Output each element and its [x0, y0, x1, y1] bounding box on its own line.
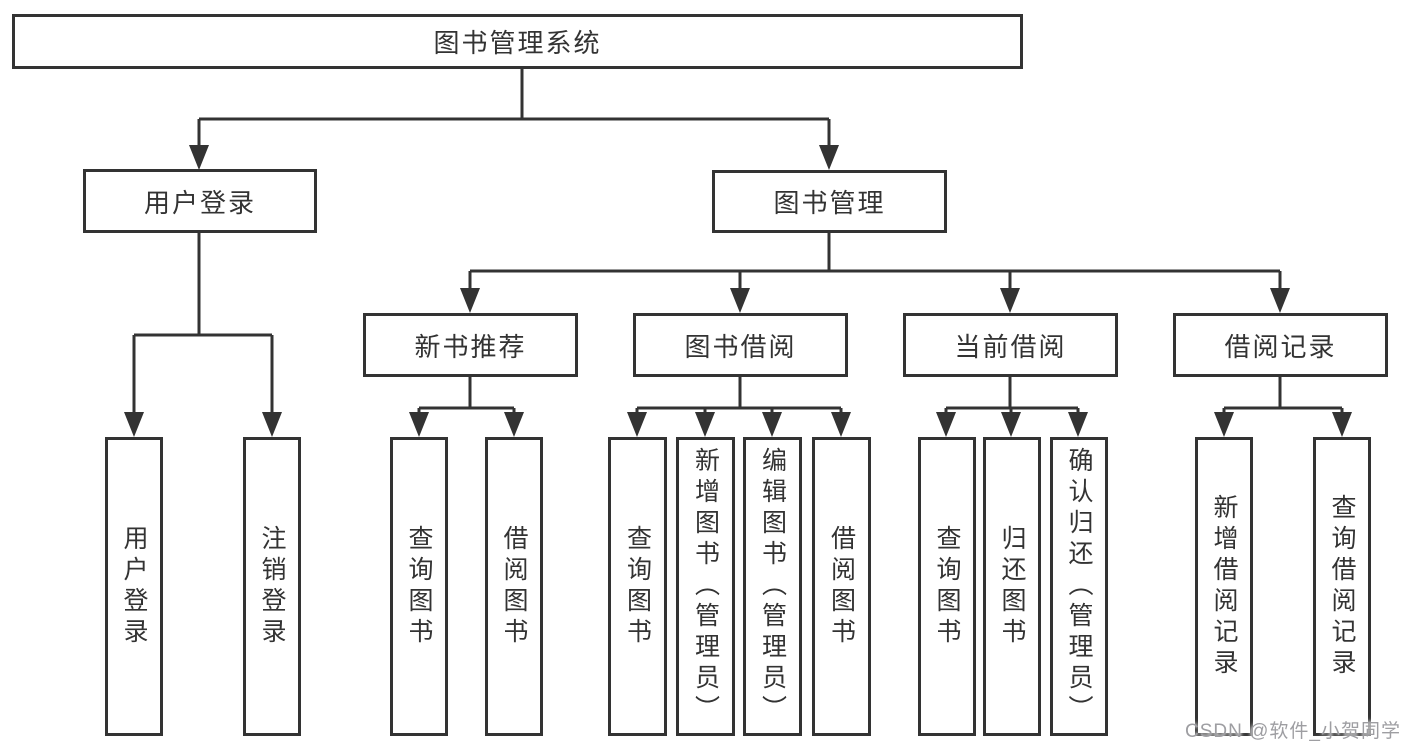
arrowhead-icon [1000, 288, 1020, 313]
arrowhead-icon [124, 412, 144, 437]
arrowhead-icon [1214, 412, 1234, 437]
node-root-label: 图书管理系统 [433, 28, 602, 58]
node-leaf-bb-borrow-books-label: 借阅图书 [827, 524, 856, 649]
arrowhead-icon [460, 288, 480, 313]
node-borrow-records: 借阅记录 [1173, 313, 1388, 377]
node-current-borrow: 当前借阅 [903, 313, 1118, 377]
arrowhead-icon [504, 412, 524, 437]
connector-line [132, 233, 274, 414]
arrowhead-icon [262, 412, 282, 437]
node-leaf-cb-return-books: 归还图书 [983, 437, 1041, 736]
node-leaf-nbr-query-books-label: 查询图书 [405, 524, 433, 649]
node-leaf-logout: 注销登录 [243, 437, 301, 736]
node-leaf-cb-confirm-return: 确认归还（管理员） [1050, 437, 1108, 736]
node-leaf-cb-confirm-return-label: 确认归还（管理员） [1065, 447, 1093, 726]
connector-line [635, 377, 843, 413]
arrowhead-icon [189, 145, 209, 170]
node-leaf-br-add-record: 新增借阅记录 [1195, 437, 1253, 736]
arrowhead-icon [1332, 412, 1352, 437]
node-leaf-bb-edit-books: 编辑图书（管理员） [743, 437, 802, 736]
node-leaf-bb-add-books: 新增图书（管理员） [676, 437, 735, 736]
node-leaf-cb-return-books-label: 归还图书 [998, 524, 1026, 649]
arrowhead-icon [762, 412, 782, 437]
connector-root-to-level2 [189, 69, 839, 170]
connector-borrow-records-to-children [1214, 377, 1352, 437]
node-leaf-bb-edit-books-label: 编辑图书（管理员） [758, 447, 787, 726]
node-book-mgmt: 图书管理 [712, 170, 947, 233]
arrowhead-icon [936, 412, 956, 437]
node-leaf-br-add-record-label: 新增借阅记录 [1210, 493, 1238, 680]
arrowhead-icon [1001, 412, 1021, 437]
arrowhead-icon [831, 412, 851, 437]
connector-line [417, 377, 516, 413]
node-leaf-cb-query-books-label: 查询图书 [933, 524, 961, 649]
node-leaf-nbr-borrow-books: 借阅图书 [485, 437, 543, 736]
node-book-borrow-label: 图书借阅 [684, 331, 797, 362]
node-borrow-records-label: 借阅记录 [1224, 331, 1337, 362]
node-leaf-bb-borrow-books: 借阅图书 [812, 437, 871, 736]
node-leaf-br-query-record: 查询借阅记录 [1313, 437, 1371, 736]
connector-book-borrow-to-children [627, 377, 851, 437]
node-new-book-rec: 新书推荐 [363, 313, 578, 377]
connector-user-login-to-children [124, 233, 282, 437]
arrowhead-icon [819, 145, 839, 170]
connector-line [1222, 377, 1344, 413]
node-leaf-bb-add-books-label: 新增图书（管理员） [691, 447, 720, 726]
connector-current-borrow-to-children [936, 377, 1088, 437]
node-leaf-user-login: 用户登录 [105, 437, 163, 736]
node-leaf-nbr-query-books: 查询图书 [390, 437, 448, 736]
arrowhead-icon [695, 412, 715, 437]
arrowhead-icon [1270, 288, 1290, 313]
node-leaf-user-login-label: 用户登录 [120, 524, 148, 649]
arrowhead-icon [730, 288, 750, 313]
connector-line [468, 233, 1282, 289]
connector-book-mgmt-to-level3 [460, 233, 1290, 313]
node-leaf-bb-query-books: 查询图书 [608, 437, 667, 736]
node-new-book-rec-label: 新书推荐 [414, 331, 527, 362]
arrowhead-icon [627, 412, 647, 437]
node-user-login-label: 用户登录 [143, 187, 256, 218]
node-leaf-br-query-record-label: 查询借阅记录 [1328, 493, 1356, 680]
watermark: CSDN @软件_小贺同学 [1185, 721, 1401, 742]
connector-line [197, 69, 831, 147]
arrowhead-icon [1068, 412, 1088, 437]
node-leaf-cb-query-books: 查询图书 [918, 437, 976, 736]
arrowhead-icon [409, 412, 429, 437]
node-user-login: 用户登录 [83, 169, 317, 233]
node-root: 图书管理系统 [12, 14, 1023, 69]
node-leaf-nbr-borrow-books-label: 借阅图书 [500, 524, 528, 649]
node-leaf-logout-label: 注销登录 [258, 524, 286, 649]
node-current-borrow-label: 当前借阅 [954, 331, 1067, 362]
node-leaf-bb-query-books-label: 查询图书 [623, 524, 652, 649]
node-book-mgmt-label: 图书管理 [773, 188, 886, 218]
node-book-borrow: 图书借阅 [633, 313, 848, 377]
connector-new-book-rec-to-children [409, 377, 524, 437]
connector-line [944, 377, 1080, 413]
